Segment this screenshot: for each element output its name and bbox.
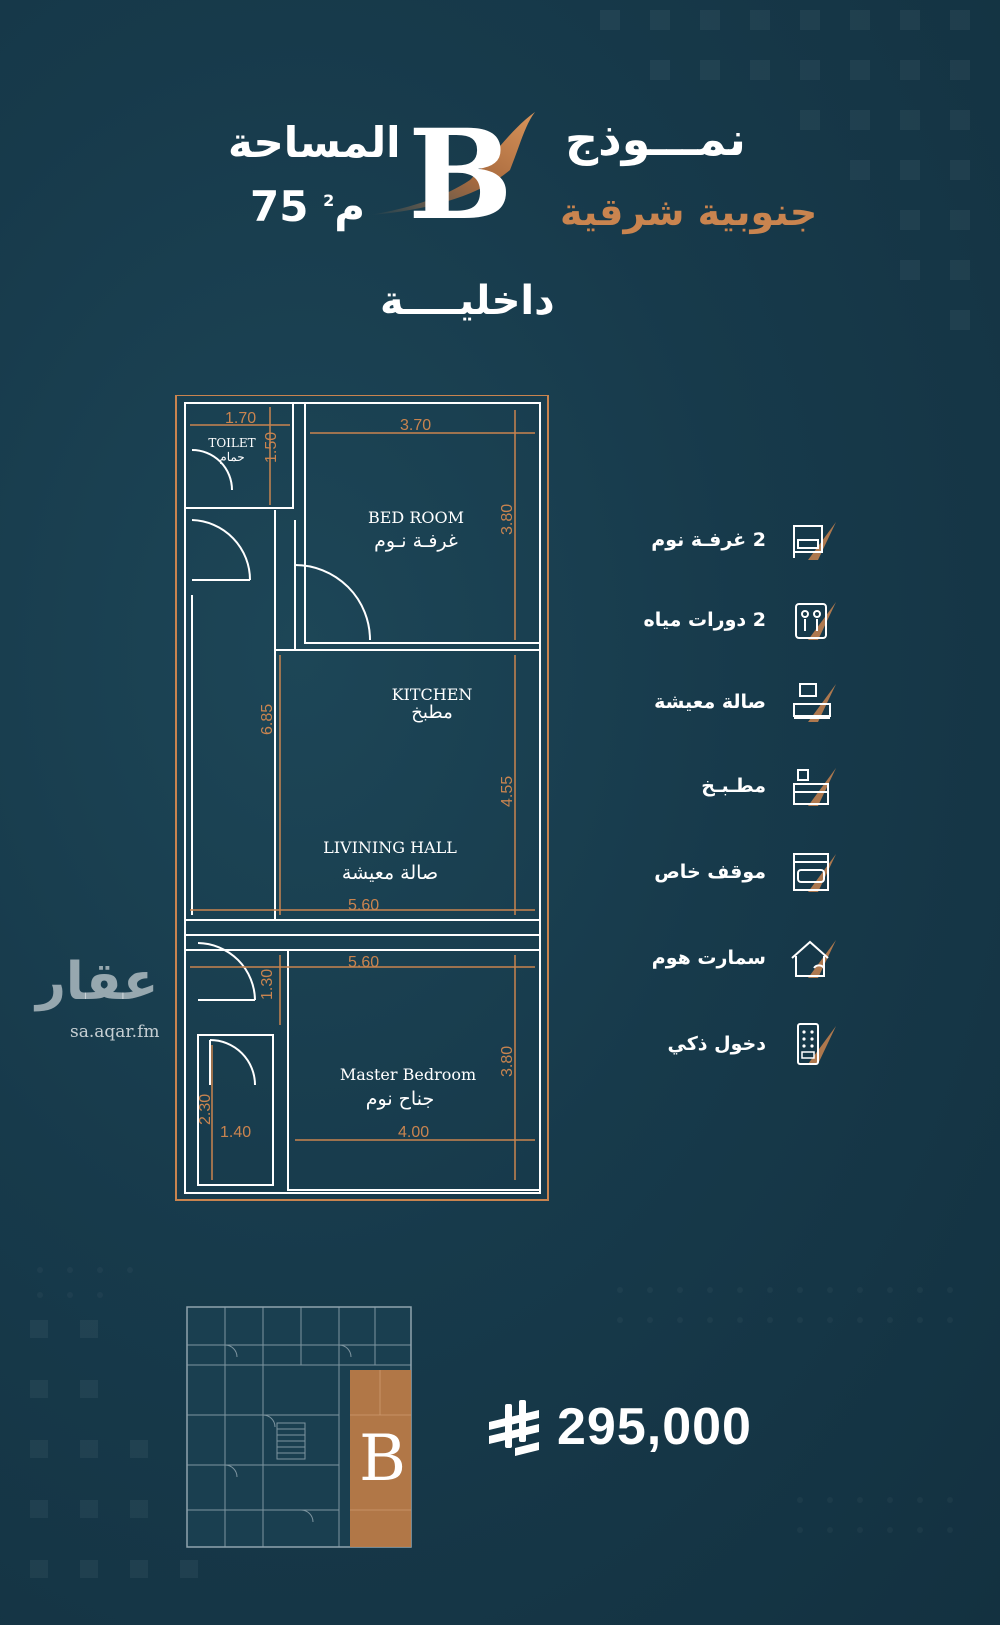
price-value: 295,000 [557,1398,752,1456]
toilet-label-en: TOILET [208,436,255,450]
dim-master-height: 3.80 [499,1046,516,1077]
dim-bedroom-width: 3.70 [400,417,431,434]
aqar-watermark: عقار sa.aqar.fm [36,952,186,1047]
dim-living-width: 5.60 [348,897,379,914]
mini-plan-highlight-letter: B [359,1422,406,1496]
bathroom-icon [795,602,836,640]
feature-living-room: صالة معيشة [600,680,840,724]
living-room-icon [793,683,836,722]
dim-kitchen-height: 4.55 [499,776,516,807]
floor-plan: 1.70 3.70 5.60 5.60 1.40 4.00 1.50 3.80 … [175,395,549,1201]
bedroom-icon [793,522,836,560]
area-number: 75 م [250,182,366,231]
area-unit-sup: 2 [323,191,335,210]
orientation-label: جنوبية شرقية [560,190,818,234]
bedroom-label-en: BED ROOM [368,508,464,527]
price: 295,000 [485,1392,752,1462]
unit-type-subtitle: داخليــــة [380,278,555,324]
dim-closet-height: 2.30 [197,1094,214,1125]
area-label: المساحة [228,118,401,167]
dim-hall-height: 1.30 [259,969,276,1000]
bedroom-label-ar: غرفـة نـوم [374,530,458,552]
feature-label: دخول ذكي [667,1033,766,1055]
dim-corridor-height: 6.85 [259,704,276,735]
saudi-riyal-icon [489,1400,539,1456]
feature-label: 2 دورات مياه [643,609,766,631]
kitchen-label-ar: مطبخ [411,702,452,723]
master-label-en: Master Bedroom [340,1065,476,1084]
area-value: 75 م2 [250,182,365,231]
building-key-plan: B [186,1306,412,1548]
feature-parking: موقف خاص [600,850,840,894]
feature-smart-home: سمارت هوم [600,936,840,980]
dim-toilet-height: 1.50 [263,432,280,463]
dim-master-width-bottom: 4.00 [398,1124,429,1141]
dim-toilet-width: 1.70 [225,410,256,427]
model-b-logo: B [370,103,535,240]
watermark-url: sa.aqar.fm [70,1022,160,1042]
living-label-en: LIVINING HALL [323,838,457,857]
dim-master-width-top: 5.60 [348,954,379,971]
model-title: نمـــوذج [565,112,746,166]
parking-icon [793,853,836,892]
feature-label: سمارت هوم [651,947,766,969]
feature-label: 2 غرفـة نوم [651,529,766,551]
kitchen-label-en: KITCHEN [392,685,473,704]
watermark-logo: عقار [36,952,159,1012]
dim-bedroom-height: 3.80 [499,504,516,535]
model-letter: B [408,103,513,240]
feature-label: موقف خاص [654,861,766,883]
feature-bathrooms: 2 دورات مياه [600,598,840,642]
smart-entry-icon [797,1023,836,1065]
smart-home-icon [791,940,836,978]
dim-closet-width: 1.40 [220,1124,251,1141]
feature-label: مطـبـخ [701,775,766,797]
toilet-label-ar: حمام [219,450,244,464]
master-label-ar: جناح نوم [366,1088,434,1110]
feature-kitchen: مطـبـخ [600,764,840,808]
kitchen-icon [793,768,836,806]
feature-bedrooms: 2 غرفـة نوم [600,518,840,562]
feature-label: صالة معيشة [654,691,766,713]
living-label-ar: صالة معيشة [342,862,438,884]
feature-smart-entry: دخول ذكي [600,1022,840,1066]
